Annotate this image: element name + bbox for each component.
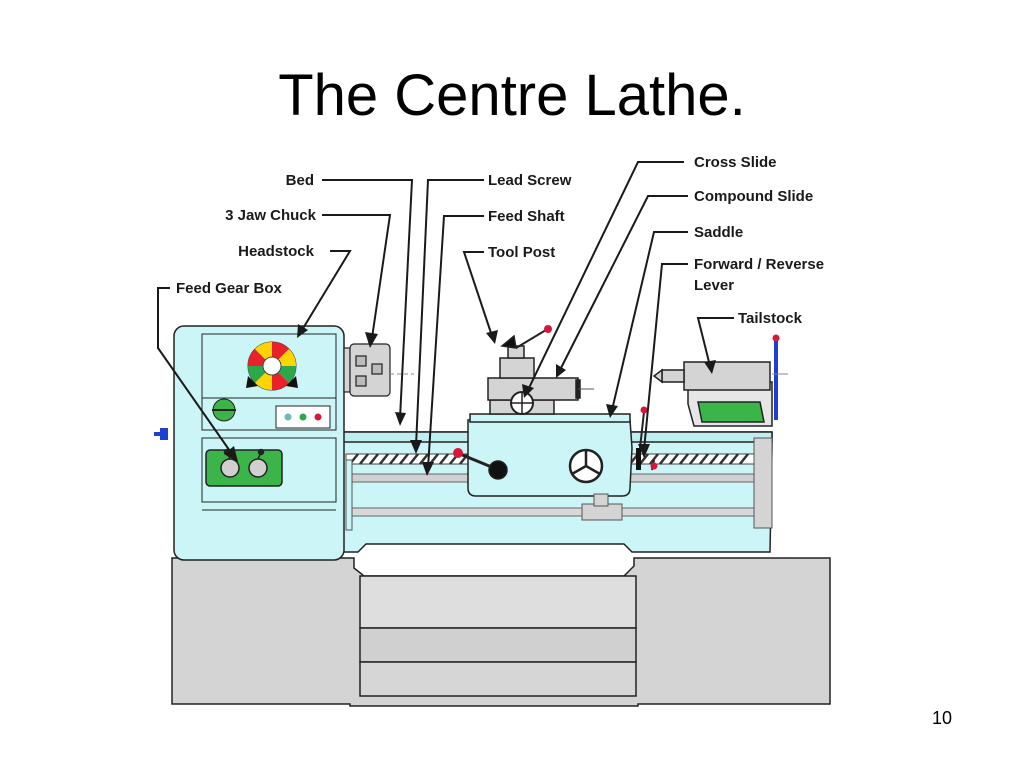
tailstock (652, 334, 788, 427)
tool-post-assembly (487, 325, 594, 415)
page-number: 10 (932, 708, 953, 728)
label-saddle: Saddle (694, 224, 743, 241)
label-lead-screw: Lead Screw (488, 172, 572, 189)
saddle-apron (453, 413, 633, 521)
forward-reverse-lever (636, 406, 658, 471)
label-3-jaw-chuck: 3 Jaw Chuck (225, 207, 317, 224)
slide-title: The Centre Lathe. (278, 63, 746, 128)
label-feed-gear-box: Feed Gear Box (176, 280, 283, 297)
spindle-gear-icon (246, 341, 298, 391)
label-tailstock: Tailstock (738, 310, 803, 327)
headstock (154, 325, 345, 561)
label-compound-slide: Compound Slide (694, 188, 813, 205)
lathe-base (171, 557, 831, 707)
feed-gear-box (205, 448, 283, 487)
label-tool-post: Tool Post (488, 244, 555, 261)
label-headstock: Headstock (238, 243, 315, 260)
three-jaw-chuck (343, 343, 414, 397)
leader-arrowheads (224, 324, 716, 476)
blue-handle-icon (160, 428, 168, 440)
label-forward-reverse: Forward / Reverse (694, 256, 824, 273)
leader-lines (157, 161, 734, 469)
lathe-diagram: Bed 3 Jaw Chuck Headstock Feed Gear Box … (154, 154, 831, 707)
label-bed: Bed (286, 172, 314, 189)
label-lever: Lever (694, 277, 734, 294)
label-feed-shaft: Feed Shaft (488, 208, 565, 225)
label-cross-slide: Cross Slide (694, 154, 777, 171)
